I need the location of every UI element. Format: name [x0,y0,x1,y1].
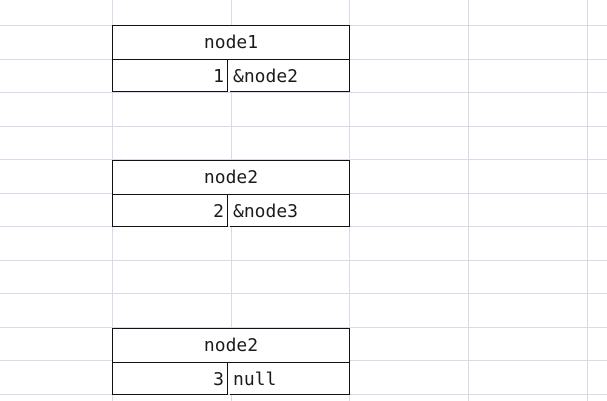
node-next-pointer-cell[interactable]: &node2 [230,59,350,92]
row-gridline [0,327,607,328]
node-name-cell[interactable]: node1 [112,25,350,60]
node-name-cell[interactable]: node2 [112,328,350,363]
node-value-cell[interactable]: 3 [112,362,228,395]
row-gridline [0,126,607,127]
node-value-cell[interactable]: 2 [112,194,228,227]
row-gridline [0,159,607,160]
node-next-pointer-cell[interactable]: null [230,362,350,395]
row-gridline [0,293,607,294]
linked-list-node: node2 3 null [112,328,350,396]
node-next-pointer-cell[interactable]: &node3 [230,194,350,227]
column-gridline [468,0,469,401]
node-name-cell[interactable]: node2 [112,160,350,195]
linked-list-node: node1 1 &node2 [112,25,350,93]
row-gridline [0,260,607,261]
column-gridline [587,0,588,401]
node-value-cell[interactable]: 1 [112,59,228,92]
row-gridline [0,92,607,93]
linked-list-node: node2 2 &node3 [112,160,350,228]
